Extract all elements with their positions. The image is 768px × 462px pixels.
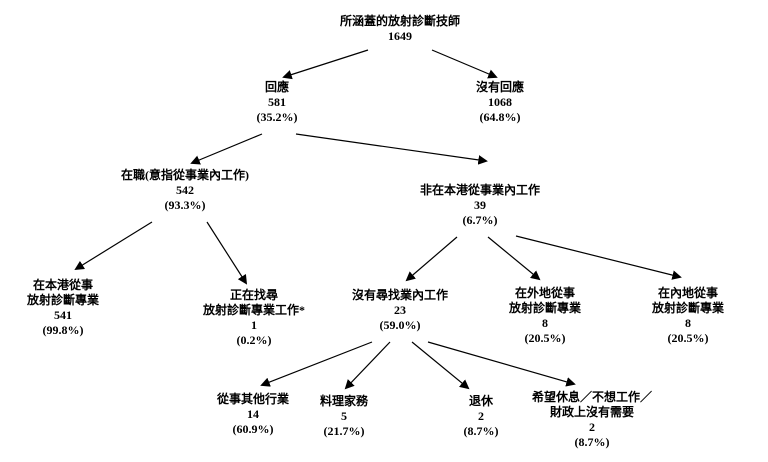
node-other-industry-line: 14 — [246, 407, 259, 421]
node-want-rest-no-need-line: 財政上沒有需要 — [549, 405, 635, 419]
arrow-not-in-hk-industry-to-mainland — [515, 235, 682, 280]
node-retired-line: 2 — [478, 409, 484, 423]
node-employed-in-industry: 在職(意指從事業內工作)542(93.3%) — [121, 168, 249, 213]
node-practising-in-hk-line: 放射診斷專業 — [26, 293, 100, 307]
arrow-not-in-hk-industry-to-overseas — [487, 236, 541, 281]
node-seeking-profession-job-line: 放射診斷專業工作* — [202, 303, 306, 317]
node-housework-line: 料理家務 — [319, 394, 369, 408]
node-housework-line: (21.7%) — [323, 424, 365, 438]
node-seeking-profession-job: 正在找尋放射診斷專業工作*1(0.2%) — [203, 288, 305, 348]
node-retired-line: (8.7%) — [463, 424, 499, 438]
node-practising-mainland-line: 在內地從事 — [657, 286, 719, 300]
node-seeking-profession-job-line: 正在找尋 — [229, 288, 279, 302]
arrow-not-seeking-to-housework — [344, 341, 391, 390]
node-not-working-in-industry-hk-line: 非在本港從事業內工作 — [419, 183, 541, 197]
edges-group — [74, 49, 682, 390]
arrow-not-seeking-to-rest — [427, 341, 576, 387]
node-want-rest-no-need-line: 2 — [588, 420, 595, 434]
node-practising-in-hk-line: 在本港從事 — [32, 278, 94, 292]
node-practising-overseas-line: 8 — [541, 316, 548, 330]
arrow-total-to-responded — [282, 49, 369, 80]
arrow-employed-to-seeking-job — [206, 221, 248, 285]
node-total-covered-line: 1649 — [387, 29, 412, 43]
node-no-response-line: 1068 — [487, 95, 512, 109]
node-responded-line: 回應 — [264, 80, 289, 94]
arrow-employed-to-in-hk-profession — [74, 221, 153, 271]
node-practising-in-hk-line: 541 — [53, 308, 72, 322]
node-retired-line: 退休 — [468, 394, 493, 408]
arrow-responded-to-employed — [190, 133, 263, 165]
node-practising-mainland-line: (20.5%) — [667, 331, 709, 345]
arrow-not-seeking-to-retired — [411, 341, 470, 390]
node-responded-line: 581 — [268, 95, 286, 109]
node-other-industry-line: (60.9%) — [232, 422, 274, 436]
node-total-covered-line: 所涵蓋的放射診斷技師 — [339, 14, 461, 28]
node-not-seeking-industry-job-line: (59.0%) — [379, 318, 421, 332]
node-want-rest-no-need-line: 希望休息／不想工作／ — [531, 390, 653, 404]
node-no-response-line: (64.8%) — [479, 110, 521, 124]
node-employed-in-industry-line: 在職(意指從事業內工作) — [121, 168, 249, 182]
node-employed-in-industry-line: 542 — [176, 183, 194, 197]
arrow-not-in-hk-industry-to-not-seeking — [405, 236, 458, 282]
node-practising-mainland-line: 放射診斷專業 — [651, 301, 725, 315]
node-housework-line: 5 — [340, 409, 347, 423]
node-not-seeking-industry-job-line: 23 — [393, 303, 406, 317]
node-practising-overseas-line: (20.5%) — [524, 331, 566, 345]
node-want-rest-no-need-line: (8.7%) — [574, 435, 610, 449]
node-practising-mainland-line: 8 — [684, 316, 691, 330]
node-seeking-profession-job-line: (0.2%) — [236, 333, 272, 347]
node-not-seeking-industry-job-line: 沒有尋找業內工作 — [351, 288, 449, 302]
node-no-response-line: 沒有回應 — [475, 80, 525, 94]
node-not-working-in-industry-hk-line: (6.7%) — [462, 213, 498, 227]
node-not-working-in-industry-hk-line: 39 — [473, 198, 486, 212]
node-practising-overseas-line: 放射診斷專業 — [508, 301, 582, 315]
node-other-industry-line: 從事其他行業 — [216, 392, 290, 406]
node-responded-line: (35.2%) — [256, 110, 298, 124]
node-employed-in-industry-line: (93.3%) — [164, 198, 206, 212]
node-seeking-profession-job-line: 1 — [250, 318, 257, 332]
node-practising-in-hk-line: (99.8%) — [42, 323, 84, 337]
arrow-total-to-no-response — [431, 49, 498, 79]
arrow-responded-to-not-in-hk-industry — [295, 133, 488, 165]
arrow-not-seeking-to-other-industry — [260, 341, 373, 387]
node-practising-overseas-line: 在外地從事 — [514, 286, 576, 300]
